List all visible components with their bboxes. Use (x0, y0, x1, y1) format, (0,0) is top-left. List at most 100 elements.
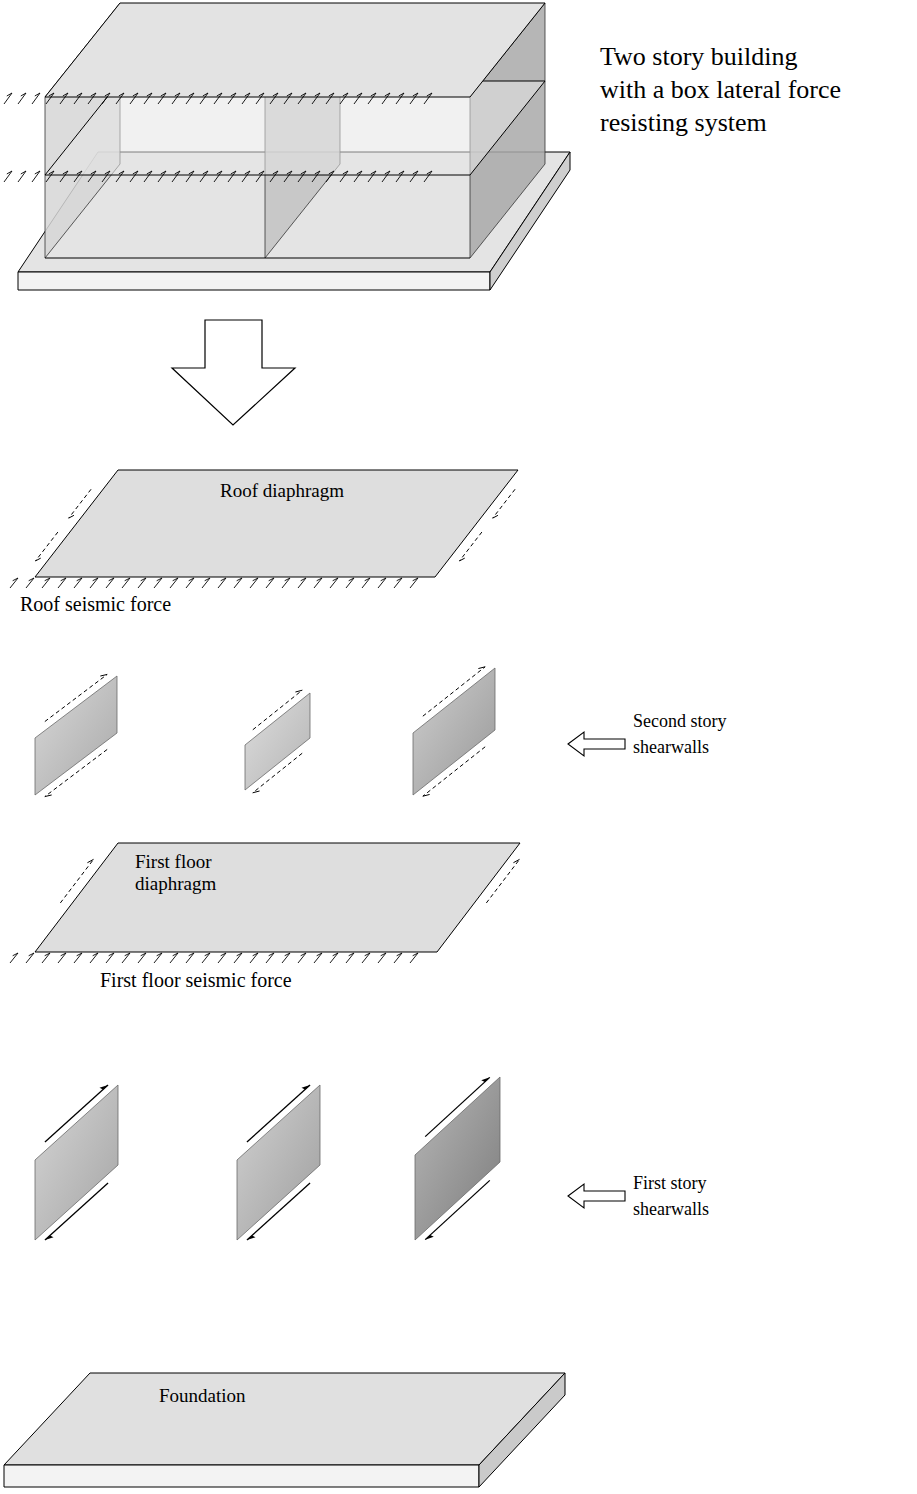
force-arrow-head (231, 171, 236, 174)
force-arrow-head (13, 953, 18, 956)
force-arrow-shaft (298, 578, 306, 588)
force-arrow-head (237, 953, 242, 956)
force-arrow-shaft (172, 171, 180, 182)
force-arrow-head (205, 578, 210, 581)
shearwall-panel (415, 1077, 500, 1240)
force-arrow-head (301, 953, 306, 956)
force-arrow-head (61, 578, 66, 581)
force-arrow-head (45, 795, 52, 797)
force-arrow-shaft (130, 93, 138, 104)
force-arrow-head (315, 93, 320, 96)
building-caption: Two story building with a box lateral fo… (600, 40, 848, 139)
force-arrow-shaft (256, 171, 264, 182)
force-arrow-shaft (116, 93, 124, 104)
force-arrow-head (357, 171, 362, 174)
force-arrow-head (385, 93, 390, 96)
first-story-shearwalls (35, 1077, 500, 1240)
force-arrow-shaft (253, 690, 302, 730)
force-arrow-shaft (396, 171, 404, 182)
force-arrow-shaft (10, 578, 18, 588)
force-arrow-shaft (200, 93, 208, 104)
force-arrow-shaft (247, 1085, 310, 1142)
force-arrow-shaft (340, 171, 348, 182)
force-arrow-head (273, 93, 278, 96)
force-arrow-head (397, 953, 402, 956)
force-arrow-shaft (170, 953, 178, 963)
force-arrow-shaft (74, 578, 82, 588)
force-arrow-shaft (354, 93, 362, 104)
ground-line (45, 258, 470, 259)
force-arrow-head (205, 953, 210, 956)
force-arrow-shaft (314, 578, 322, 588)
force-arrow-head (141, 953, 146, 956)
force-arrow-shaft (74, 93, 82, 104)
plate-face (35, 843, 520, 952)
force-arrow-head (109, 953, 114, 956)
force-arrow-shaft (88, 171, 96, 182)
force-arrow-head (269, 578, 274, 581)
force-arrow-head (119, 171, 124, 174)
plate-outline (4, 1373, 565, 1487)
force-arrow-head (7, 171, 12, 174)
force-arrow-head (91, 171, 96, 174)
force-arrow-head (221, 953, 226, 956)
force-arrow-head (269, 953, 274, 956)
force-arrow-head (189, 171, 194, 174)
force-arrow-shaft (122, 953, 130, 963)
force-arrow-shaft (382, 93, 390, 104)
force-arrow-head (273, 171, 278, 174)
force-arrow-shaft (186, 171, 194, 182)
force-arrow-head (399, 93, 404, 96)
force-arrow-shaft (396, 93, 404, 104)
roof-diaphragm-plate: Roof diaphragm (35, 470, 518, 577)
force-arrow-head (203, 171, 208, 174)
roof-plate (45, 3, 545, 97)
force-arrow-head (237, 578, 242, 581)
force-arrow-shaft (298, 953, 306, 963)
force-arrow-head (301, 171, 306, 174)
force-arrow-head (397, 578, 402, 581)
shearwall-label: First story shearwalls (633, 1170, 743, 1222)
force-arrow-head (247, 1235, 256, 1240)
force-arrow-head (399, 171, 404, 174)
force-arrow-head (35, 171, 40, 174)
force-arrow-head (259, 93, 264, 96)
force-arrow-shaft (42, 578, 50, 588)
force-arrow-head (49, 93, 54, 96)
force-arrow-head (175, 93, 180, 96)
force-arrow-head (245, 93, 250, 96)
force-arrow-shaft (425, 1077, 490, 1136)
plate-face (4, 1465, 479, 1487)
force-arrow-shaft (138, 953, 146, 963)
force-arrow-shaft (106, 578, 114, 588)
force-arrow-head (173, 953, 178, 956)
force-arrow-head (61, 953, 66, 956)
force-arrow-shaft (158, 171, 166, 182)
force-arrow-head (93, 953, 98, 956)
force-arrow-shaft (144, 93, 152, 104)
diaphragm-label: Roof diaphragm (220, 480, 344, 502)
force-arrow-head (365, 578, 370, 581)
force-arrow-head (133, 93, 138, 96)
force-arrow-head (29, 578, 34, 581)
force-arrow-head (231, 93, 236, 96)
force-arrow-shaft (394, 953, 402, 963)
force-arrow-head (301, 1085, 310, 1090)
force-arrow-shaft (106, 953, 114, 963)
force-arrow-head (285, 953, 290, 956)
force-arrow-head (141, 578, 146, 581)
force-arrow-shaft (242, 93, 250, 104)
force-arrow-head (287, 93, 292, 96)
force-arrow-shaft (45, 1085, 108, 1142)
force-arrow-head (161, 171, 166, 174)
force-arrow-shaft (312, 93, 320, 104)
force-arrow-shaft (200, 171, 208, 182)
force-arrow-shaft (298, 93, 306, 104)
shearwall-panel (237, 1085, 320, 1240)
pointer-arrow (568, 732, 625, 756)
force-arrow-shaft (410, 171, 418, 182)
force-arrow-head (161, 93, 166, 96)
force-arrow-shaft (423, 747, 485, 796)
force-arrow-head (413, 171, 418, 174)
force-arrow-shaft (202, 953, 210, 963)
